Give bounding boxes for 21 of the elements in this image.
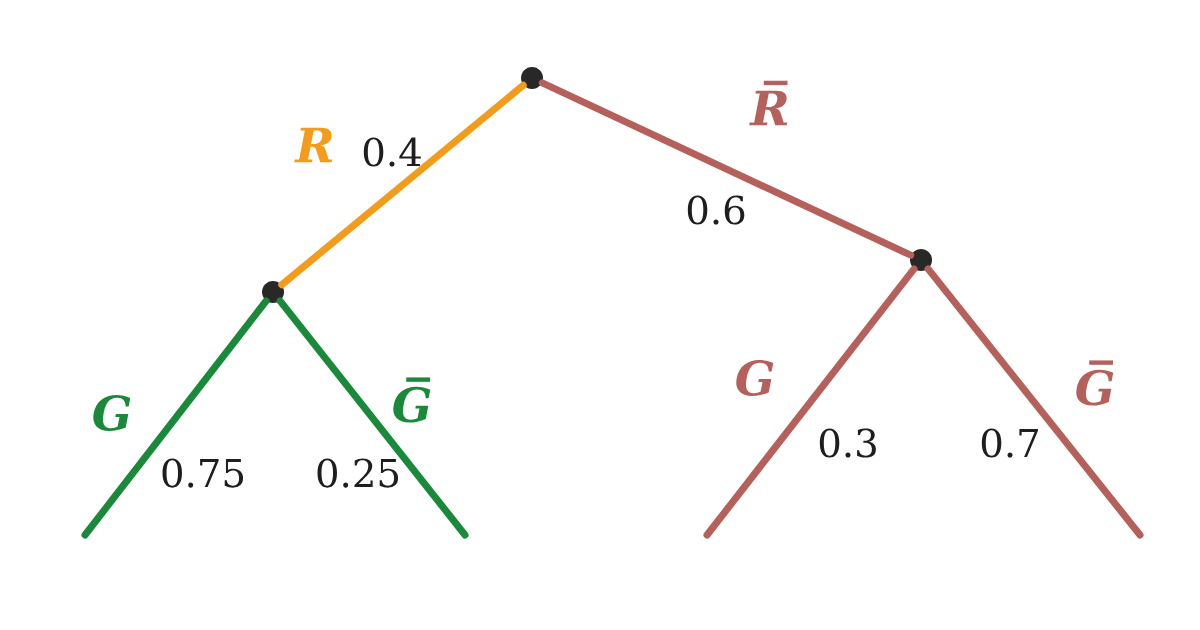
probability-label: 0.6 <box>687 195 745 225</box>
event-label: R̅ <box>749 80 788 126</box>
event-label: R <box>294 127 333 163</box>
branch-line <box>276 297 469 539</box>
branch-line <box>924 265 1144 539</box>
event-label: G <box>93 395 131 431</box>
probability-label: 0.4 <box>363 137 421 167</box>
probability-label: 0.25 <box>317 458 399 488</box>
branch-line <box>81 297 270 539</box>
probability-label: 0.75 <box>162 458 244 488</box>
event-label: G <box>736 360 774 396</box>
branch-point <box>521 67 543 89</box>
branch-line <box>278 81 527 289</box>
probability-label: 0.3 <box>819 428 876 458</box>
branch-line <box>703 265 918 539</box>
event-label: G̅ <box>393 377 431 423</box>
branch-point <box>262 281 284 303</box>
branch-point <box>910 249 932 271</box>
probability-label: 0.7 <box>981 428 1038 458</box>
branch-line <box>538 79 915 259</box>
event-label: G̅ <box>1076 360 1114 406</box>
